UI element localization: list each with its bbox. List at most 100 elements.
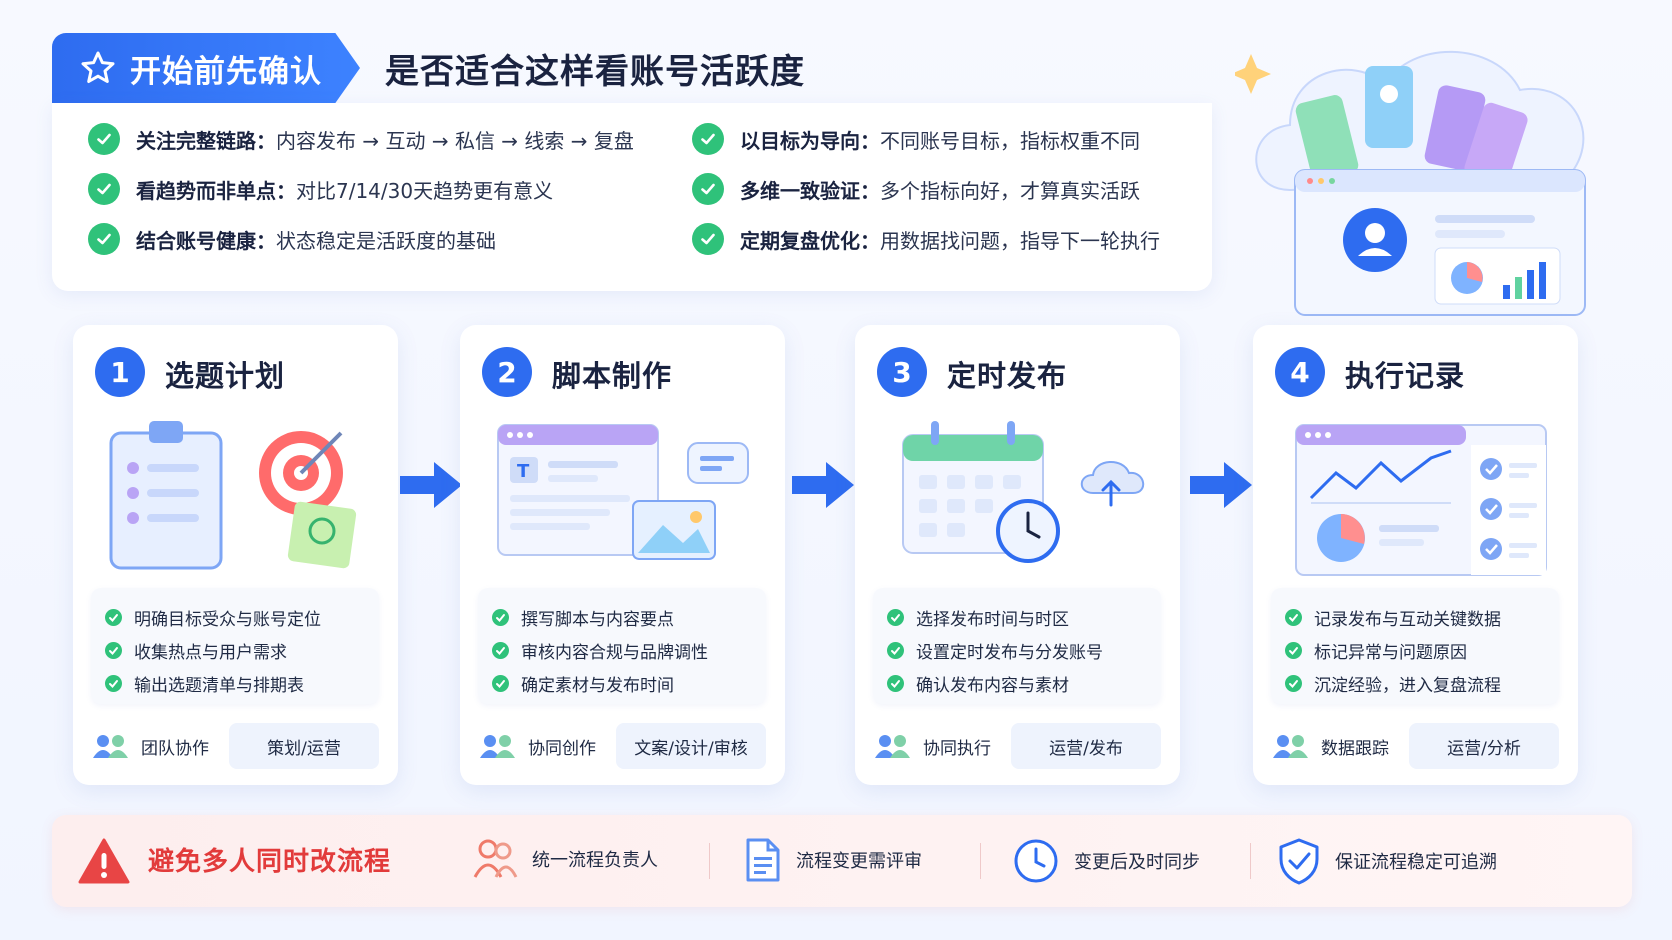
list-item: 撰写脚本与内容要点 [492, 601, 766, 634]
principle-item: 定期复盘优化：用数据找问题，指导下一轮执行 [692, 223, 1160, 255]
check-icon [88, 123, 120, 155]
list-item: 输出选题清单与排期表 [105, 667, 379, 700]
principle-bold: 关注完整链路： [136, 128, 276, 153]
people-icon [473, 839, 518, 878]
principle-desc: 不同账号目标，指标权重不同 [880, 128, 1140, 153]
check-icon [1285, 675, 1302, 692]
script-editor-illustration: T [497, 424, 749, 560]
foot-left-text: 数据跟踪 [1321, 738, 1389, 759]
principle-bold: 定期复盘优化： [740, 228, 880, 253]
list-item-text: 确定素材与发布时间 [521, 676, 674, 696]
principle-item: 以目标为导向：不同账号目标，指标权重不同 [692, 123, 1140, 155]
list-item: 设置定时发布与分发账号 [887, 634, 1161, 667]
check-icon [1285, 642, 1302, 659]
step-number: 1 [95, 347, 145, 397]
list-item-text: 确认发布内容与素材 [916, 676, 1069, 696]
principle-desc: 多个指标向好，才算真实活跃 [880, 178, 1140, 203]
calendar-clock-illustration [902, 421, 1144, 563]
warning-item: 保证流程稳定可追溯 [1277, 837, 1497, 885]
list-item: 确认发布内容与素材 [887, 667, 1161, 700]
arrow-right-icon [792, 462, 854, 508]
step-card-2: 2 脚本制作 T 撰写脚本与内容要点 审核内容合规与品牌调性 确定素材与发布时间… [460, 325, 785, 785]
list-item: 沉淀经验，进入复盘流程 [1285, 667, 1559, 700]
role-tag: 文案/设计/审核 [616, 723, 766, 769]
check-icon [887, 642, 904, 659]
document-icon [746, 838, 780, 882]
clock-icon [1014, 839, 1058, 883]
divider [709, 843, 710, 879]
list-item: 明确目标受众与账号定位 [105, 601, 379, 634]
page-title: 是否适合这样看账号活跃度 [385, 52, 805, 92]
principle-desc: 对比7/14/30天趋势更有意义 [296, 178, 554, 203]
header-badge: 开始前先确认 [52, 33, 360, 103]
check-icon [887, 675, 904, 692]
check-icon [692, 223, 724, 255]
list-item: 审核内容合规与品牌调性 [492, 634, 766, 667]
principle-bold: 以目标为导向： [740, 128, 880, 153]
warning-item-text: 流程变更需评审 [796, 851, 922, 872]
principle-bold: 看趋势而非单点： [136, 178, 296, 203]
role-tag: 运营/分析 [1409, 723, 1559, 769]
team-icon [93, 735, 128, 758]
warning-item: 统一流程负责人 [472, 837, 658, 881]
list-item-text: 明确目标受众与账号定位 [134, 610, 321, 630]
warning-banner: 避免多人同时改流程 统一流程负责人 流程变更需评审 变更后及时同步 保证流程稳定… [52, 815, 1632, 907]
role-tag: 策划/运营 [229, 723, 379, 769]
warning-title: 避免多人同时改流程 [148, 847, 392, 877]
principle-desc: 状态稳定是活跃度的基础 [276, 228, 496, 253]
check-icon [692, 123, 724, 155]
list-item-text: 撰写脚本与内容要点 [521, 610, 674, 630]
step-footer: 协同执行 运营/发布 [873, 723, 1161, 769]
team-icon [1273, 735, 1308, 758]
header-badge-text: 开始前先确认 [130, 53, 322, 90]
list-item-text: 标记异常与问题原因 [1314, 643, 1467, 663]
principle-bold: 多维一致验证： [740, 178, 880, 203]
team-label: 协同创作 [478, 723, 616, 769]
check-icon [88, 173, 120, 205]
check-icon [105, 642, 122, 659]
step-list: 撰写脚本与内容要点 审核内容合规与品牌调性 确定素材与发布时间 [478, 588, 766, 704]
step-title: 定时发布 [947, 359, 1068, 393]
check-icon [1285, 609, 1302, 626]
divider [1250, 843, 1251, 879]
team-icon [480, 735, 515, 758]
list-item-text: 审核内容合规与品牌调性 [521, 643, 708, 663]
check-icon [88, 223, 120, 255]
principle-bold: 结合账号健康： [136, 228, 276, 253]
foot-left-text: 团队协作 [141, 738, 209, 759]
step-footer: 协同创作 文案/设计/审核 [478, 723, 766, 769]
list-item: 标记异常与问题原因 [1285, 634, 1559, 667]
principle-desc: 用数据找问题，指导下一轮执行 [880, 228, 1160, 253]
principle-desc: 内容发布 → 互动 → 私信 → 线索 → 复盘 [276, 128, 634, 153]
step-list: 记录发布与互动关键数据 标记异常与问题原因 沉淀经验，进入复盘流程 [1271, 588, 1559, 704]
team-label: 数据跟踪 [1271, 723, 1409, 769]
check-icon [887, 609, 904, 626]
foot-left-text: 协同创作 [528, 738, 596, 759]
principles-card: 关注完整链路：内容发布 → 互动 → 私信 → 线索 → 复盘 看趋势而非单点：… [52, 103, 1212, 291]
dashboard-illustration [1295, 424, 1547, 576]
step-number: 3 [877, 347, 927, 397]
svg-text:T: T [517, 461, 530, 482]
divider [980, 843, 981, 879]
step-number: 2 [482, 347, 532, 397]
step-title: 执行记录 [1345, 359, 1466, 393]
warning-item-text: 统一流程负责人 [532, 850, 658, 871]
check-icon [692, 173, 724, 205]
team-label: 团队协作 [91, 723, 229, 769]
list-item: 确定素材与发布时间 [492, 667, 766, 700]
arrow-right-icon [1190, 462, 1252, 508]
list-item-text: 选择发布时间与时区 [916, 610, 1069, 630]
step-title: 选题计划 [165, 359, 286, 393]
step-card-1: 1 选题计划 明确目标受众与账号定位 收集热点与用户需求 输出选题清单与排期表 … [73, 325, 398, 785]
team-icon [875, 735, 910, 758]
role-tag: 运营/发布 [1011, 723, 1161, 769]
step-footer: 数据跟踪 运营/分析 [1271, 723, 1559, 769]
step-title: 脚本制作 [552, 359, 673, 393]
list-item-text: 记录发布与互动关键数据 [1314, 610, 1501, 630]
step-footer: 团队协作 策划/运营 [91, 723, 379, 769]
list-item: 选择发布时间与时区 [887, 601, 1161, 634]
clipboard-target-illustration [109, 421, 357, 570]
step-card-3: 3 定时发布 选择发布时间与时区 设置定时发布与分发账号 确认发布内容与素材 协… [855, 325, 1180, 785]
check-icon [492, 642, 509, 659]
list-item: 记录发布与互动关键数据 [1285, 601, 1559, 634]
